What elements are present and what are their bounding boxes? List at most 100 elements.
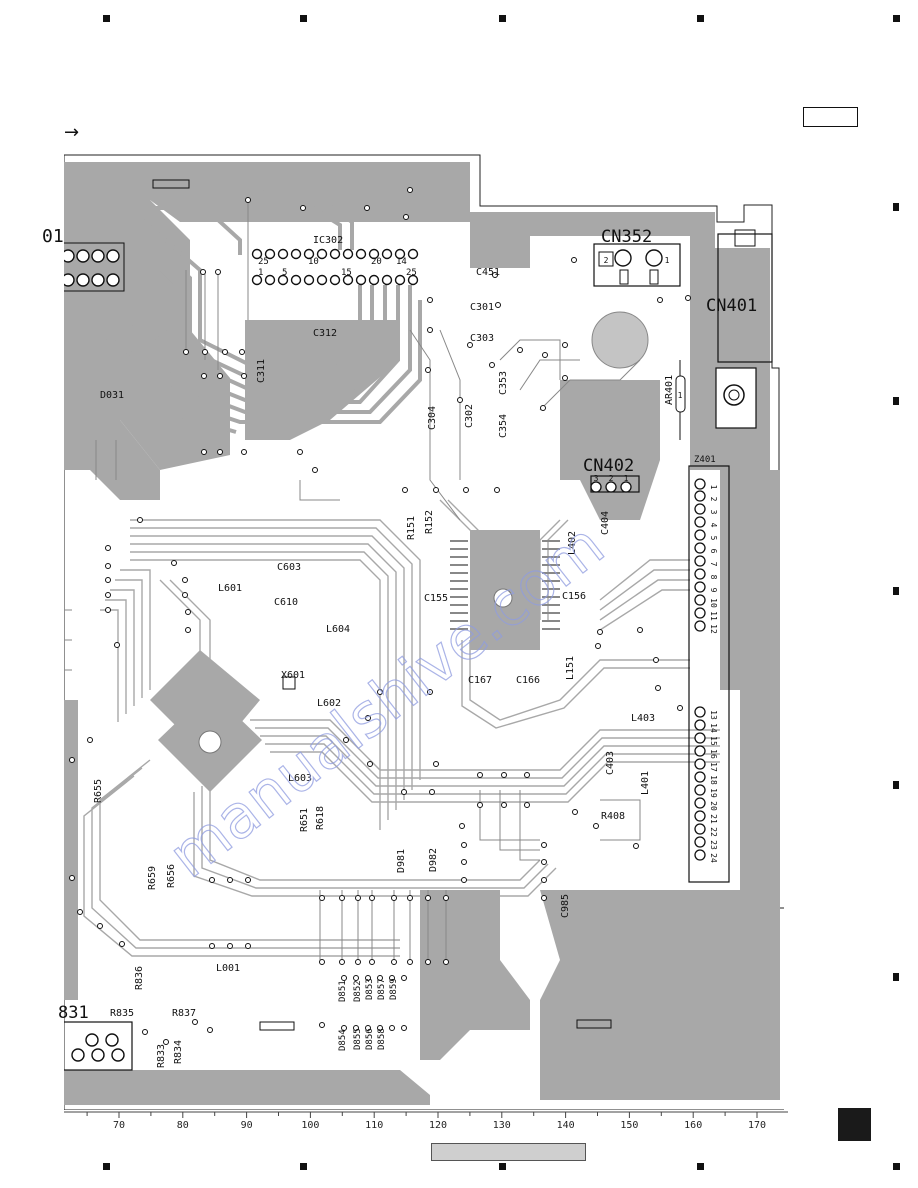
registration-mark-right-5 — [893, 973, 899, 981]
silk-label-d858: D858 — [377, 1028, 387, 1050]
axis-tick-label: 130 — [493, 1120, 511, 1131]
z401-pin-number: 4 — [709, 523, 718, 528]
z401-pin-number: 10 — [709, 598, 718, 608]
registration-mark-bottom-1 — [103, 1163, 110, 1170]
silk-label-d853: D853 — [365, 978, 375, 1000]
cn402-pin-number: 2 — [609, 474, 614, 483]
silk-label-r834: R834 — [173, 1040, 184, 1064]
silk-label-r659: R659 — [147, 866, 158, 890]
registration-mark-bottom-5 — [893, 1163, 900, 1170]
z401-pin-number: 22 — [709, 827, 718, 837]
z401-pin-number: 18 — [709, 775, 718, 785]
silk-label-c354: C354 — [498, 414, 509, 438]
silk-label-c353: C353 — [498, 371, 509, 395]
ic302-pin-number: 1 — [258, 268, 263, 278]
silk-label-c155: C155 — [424, 593, 448, 604]
silk-label-r618: R618 — [315, 806, 326, 830]
registration-mark-right-2 — [893, 397, 899, 405]
silk-label-c311: C311 — [256, 359, 267, 383]
ic302-pin-number: 20 — [371, 257, 382, 267]
silk-label-cn402: CN402 — [583, 456, 634, 476]
silk-label-c603: C603 — [277, 562, 301, 573]
z401-pin-number: 20 — [709, 801, 718, 811]
z401-pin-number: 14 — [709, 723, 718, 733]
axis-tick-label: 160 — [684, 1120, 702, 1131]
axis-tick-label: 100 — [301, 1120, 319, 1131]
registration-mark-top-1 — [103, 15, 110, 22]
silk-label-d857: D857 — [377, 978, 387, 1000]
silk-label-cn352: CN352 — [601, 227, 652, 247]
silk-label-x601: X601 — [281, 670, 305, 681]
cn402-pin-number: 1 — [624, 474, 629, 483]
registration-mark-bottom-2 — [300, 1163, 307, 1170]
silk-label-cn401: CN401 — [706, 296, 757, 316]
silk-label-c302: C302 — [464, 404, 475, 428]
z401-pin-number: 24 — [709, 853, 718, 863]
z401-pin-number: 3 — [709, 510, 718, 515]
z401-pin-number: 23 — [709, 840, 718, 850]
silk-label-d854: D854 — [338, 1029, 348, 1051]
silk-label-c985: C985 — [560, 894, 571, 918]
silk-label-c403: C403 — [605, 751, 616, 775]
silk-label-r836: R836 — [134, 966, 145, 990]
silk-label-c166: C166 — [516, 675, 540, 686]
silk-label-c301: C301 — [470, 302, 494, 313]
z401-pin-number: 1 — [709, 485, 718, 490]
registration-mark-bottom-3 — [499, 1163, 506, 1170]
silk-label-01: 01 — [42, 226, 64, 247]
silk-label-l151: L151 — [565, 656, 576, 680]
silk-label-d856: D856 — [365, 1028, 375, 1050]
silk-label-r656: R656 — [166, 864, 177, 888]
ic302-pin-number: 10 — [308, 257, 319, 267]
z401-pin-number: 17 — [709, 762, 718, 772]
z401-pin-number: 16 — [709, 749, 718, 759]
silk-label-d859: D859 — [389, 978, 399, 1000]
registration-mark-right-1 — [893, 203, 899, 211]
page-header-box — [803, 107, 858, 127]
cn352-pin-number: 2 — [604, 256, 609, 265]
silk-label-r835: R835 — [110, 1008, 134, 1019]
silk-label-r152: R152 — [424, 510, 435, 534]
silk-label-c610: C610 — [274, 597, 298, 608]
axis-tick-label: 120 — [429, 1120, 447, 1131]
axis-tick-label: 110 — [365, 1120, 383, 1131]
page-tab-marker — [838, 1108, 871, 1141]
direction-arrow-icon: → — [64, 122, 80, 143]
silk-label-l402: L402 — [567, 531, 578, 555]
axis-tick-label: 170 — [748, 1120, 766, 1131]
registration-mark-top-2 — [300, 15, 307, 22]
z401-pin-number: 5 — [709, 536, 718, 541]
z401-pin-number: 8 — [709, 575, 718, 580]
cn352-pin-number: 1 — [665, 256, 670, 265]
registration-mark-bottom-4 — [697, 1163, 704, 1170]
silk-label-c156: C156 — [562, 591, 586, 602]
z401-pin-number: 19 — [709, 788, 718, 798]
silk-label-r833: R833 — [156, 1044, 167, 1068]
axis-tick-label: 140 — [557, 1120, 575, 1131]
ic302-pin-number: 14 — [396, 257, 407, 267]
silk-label-l603: L603 — [288, 773, 312, 784]
silk-label-l403: L403 — [631, 713, 655, 724]
silk-label-c451: C451 — [476, 267, 500, 278]
registration-mark-top-5 — [893, 15, 900, 22]
ic302-pin-number: 25 — [406, 268, 417, 278]
silk-label-831: 831 — [58, 1003, 89, 1023]
silk-label-d031: D031 — [100, 390, 124, 401]
footer-bar — [431, 1143, 586, 1161]
ic302-pin-number: 25 — [258, 257, 269, 267]
silk-label-r151: R151 — [406, 516, 417, 540]
silk-label-r655: R655 — [93, 779, 104, 803]
axis-tick-label: 80 — [177, 1120, 189, 1131]
silk-label-c312: C312 — [313, 328, 337, 339]
silk-label-l604: L604 — [326, 624, 350, 635]
silk-label-d982: D982 — [428, 848, 439, 872]
silk-label-ic302: IC302 — [313, 235, 343, 246]
registration-mark-top-4 — [697, 15, 704, 22]
copper-layer — [64, 154, 784, 1110]
silk-label-c303: C303 — [470, 333, 494, 344]
silk-label-l602: L602 — [317, 698, 341, 709]
